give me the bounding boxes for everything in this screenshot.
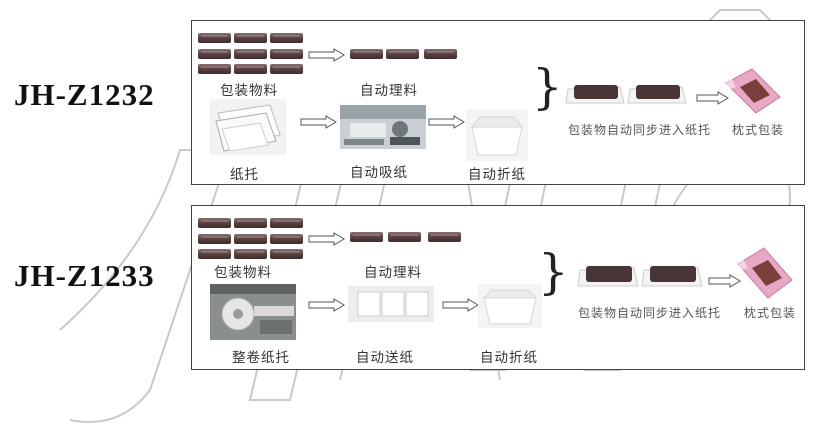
paper-tray-image [210,99,286,155]
product-piece [234,64,267,74]
label-pillow-pack: 枕式包装 [732,123,785,137]
process-panel-z1232: 包装物料 自动理料 纸托 自动吸纸 [191,20,805,185]
brace-symbol: } [538,244,569,300]
product-piece [234,49,267,59]
model-label-z1233: JH-Z1233 [14,258,155,293]
product-piece [270,234,303,244]
auto-fold-image [466,109,528,161]
product-piece [424,49,457,59]
label-auto-fold: 自动折纸 [480,350,538,366]
auto-feed-machine-image [340,105,426,149]
label-auto-feed: 自动吸纸 [350,165,408,181]
product-piece [234,249,267,259]
label-sync-feed: 包装物自动同步进入纸托 [578,306,722,320]
label-tray-source: 纸托 [230,167,259,183]
product-piece [234,234,267,244]
label-sync-feed: 包装物自动同步进入纸托 [568,123,712,137]
label-auto-arrange: 自动理料 [360,83,418,99]
product-piece [270,218,303,228]
model-label-z1232: JH-Z1232 [14,77,155,112]
sync-feed-image [576,262,704,290]
label-auto-feed: 自动送纸 [356,350,414,366]
product-piece [388,232,421,242]
product-piece [234,218,267,228]
label-auto-arrange: 自动理料 [364,265,422,281]
product-piece [350,232,383,242]
product-piece [270,64,303,74]
arrow-right-icon [308,48,345,62]
label-packaging-material: 包装物料 [214,265,272,281]
pillow-pack-image [722,67,784,115]
product-piece [270,33,303,43]
arrow-right-icon [442,298,479,312]
product-piece [198,249,231,259]
pillow-pack-image [734,246,796,300]
arrow-right-icon [708,274,741,288]
paper-roll-image [210,284,296,340]
sync-feed-image [564,81,688,107]
auto-feed-paper-image [348,286,434,322]
product-piece [198,33,231,43]
label-auto-fold: 自动折纸 [468,167,526,183]
product-piece [386,49,419,59]
product-piece [234,33,267,43]
product-piece [270,49,303,59]
product-piece [198,49,231,59]
process-panel-z1233: 包装物料 自动理料 整卷纸托 自动送纸 [191,205,805,370]
label-pillow-pack: 枕式包装 [744,306,797,320]
arrow-right-icon [308,298,345,312]
product-piece [270,249,303,259]
arrow-right-icon [696,91,729,105]
auto-fold-image [478,284,542,328]
arrow-right-icon [308,232,345,246]
product-piece [198,64,231,74]
arrow-right-icon [428,115,465,129]
product-piece [198,218,231,228]
arrow-right-icon [300,115,337,129]
product-piece [198,234,231,244]
brace-symbol: } [532,59,563,115]
product-piece [428,232,461,242]
product-piece [350,49,383,59]
label-tray-source: 整卷纸托 [232,350,290,366]
label-packaging-material: 包装物料 [220,83,278,99]
